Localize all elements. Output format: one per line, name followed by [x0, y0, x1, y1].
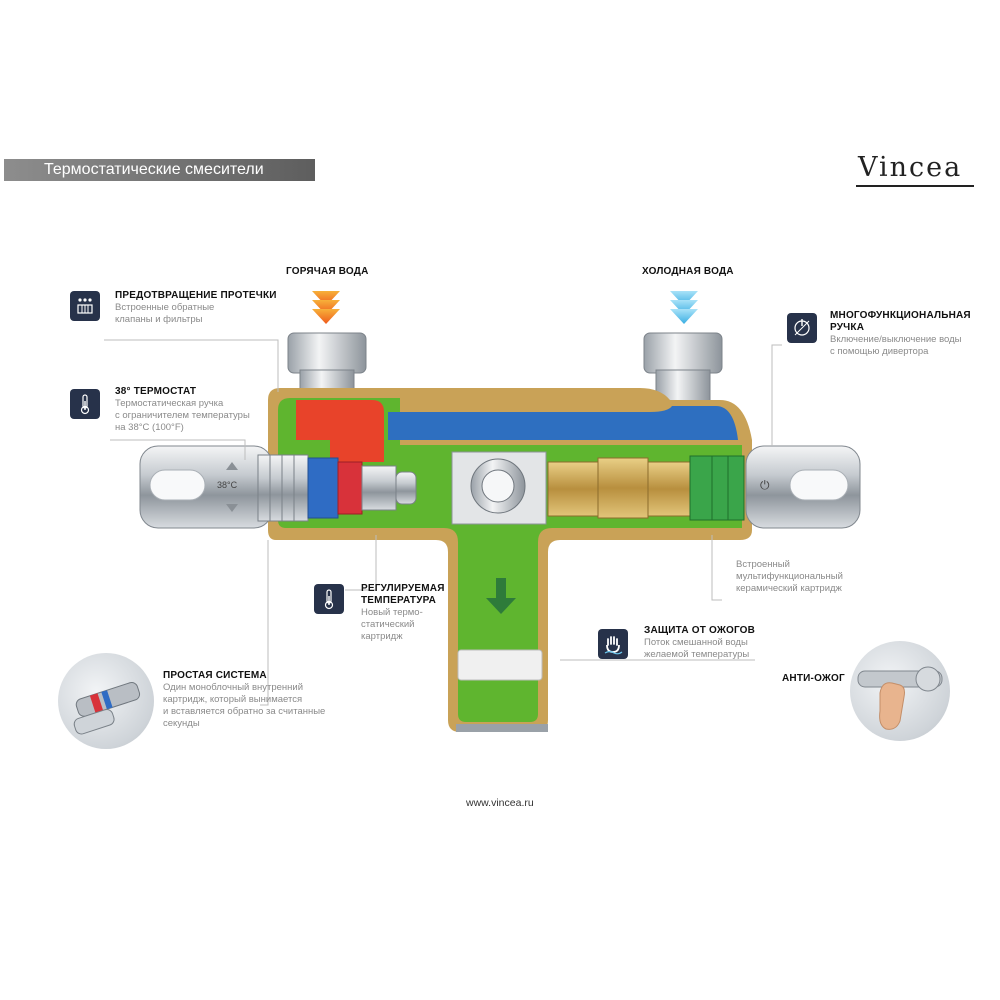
- diverter-icon: [787, 313, 817, 343]
- leader-simple: [260, 540, 269, 706]
- cold-inlet-arrow: [670, 291, 698, 324]
- feature-multi-desc: Включение/выключение воды с помощью диве…: [830, 334, 962, 357]
- feature-simple-desc: Один моноблочный внутренний картридж, ко…: [163, 682, 326, 729]
- outlet-fitting: [451, 451, 547, 525]
- thermostatic-cartridge: [257, 454, 417, 522]
- feature-thermostat-desc: Термостатическая ручка с ограничителем т…: [115, 398, 250, 433]
- feature-adjustable-desc: Новый термо- статический картридж: [361, 607, 423, 642]
- aerator-grille: [457, 649, 543, 681]
- cold-water-zone: [388, 406, 738, 440]
- brand-underline: [856, 185, 974, 187]
- ceramic-cartridge: [547, 455, 745, 521]
- feature-burn-title: ЗАЩИТА ОТ ОЖОГОВ: [644, 625, 756, 636]
- feature-burn-desc: Поток смешанной воды желаемой температур…: [644, 637, 750, 660]
- hot-inlet-arrow: [312, 291, 340, 324]
- thermostat-handle: [139, 445, 273, 529]
- leak-filter-icon: [70, 291, 100, 321]
- feature-thermostat-title: 38° ТЕРМОСТАТ: [115, 386, 197, 397]
- feature-ceramic-desc: Встроенный мультифункциональный керамиче…: [736, 559, 843, 594]
- leader-multi: [771, 344, 782, 446]
- feature-multi-title: МНОГОФУНКЦИОНАЛЬНАЯ РУЧКА: [830, 310, 971, 333]
- thermometer-icon: [70, 389, 100, 419]
- leader-ceramic: [711, 535, 722, 601]
- brand-logo: Vincea: [858, 152, 963, 183]
- outlet-flow-arrow: [486, 578, 516, 614]
- cold-water-label: ХОЛОДНАЯ ВОДА: [642, 266, 734, 277]
- leader-adjustable: [345, 535, 377, 591]
- header-bar: [4, 159, 315, 181]
- hot-water-zone: [296, 400, 384, 462]
- feature-simple-title: ПРОСТАЯ СИСТЕМА: [163, 670, 267, 681]
- feature-leak-title: ПРЕДОТВРАЩЕНИЕ ПРОТЕЧКИ: [115, 290, 277, 301]
- hand-photo: [850, 641, 950, 741]
- leader-leak: [104, 339, 279, 392]
- leader-thermostat: [110, 439, 246, 460]
- hot-water-label: ГОРЯЧАЯ ВОДА: [286, 266, 369, 277]
- hand-icon: [598, 629, 628, 659]
- footer-url[interactable]: www.vincea.ru: [466, 797, 534, 809]
- feature-adjustable-title: РЕГУЛИРУЕМАЯ ТЕМПЕРАТУРА: [361, 583, 445, 606]
- page-title: Термостатические смесители: [44, 161, 264, 178]
- power-mark: ⏻: [760, 478, 770, 492]
- feature-anti-title: АНТИ-ОЖОГ: [782, 673, 845, 684]
- thermometer-icon: [314, 584, 344, 614]
- thermostat-temp-mark: 38°C: [217, 480, 238, 490]
- cartridge-photo: [58, 653, 154, 749]
- feature-leak-desc: Встроенные обратные клапаны и фильтры: [115, 302, 215, 325]
- diverter-handle: [745, 445, 861, 529]
